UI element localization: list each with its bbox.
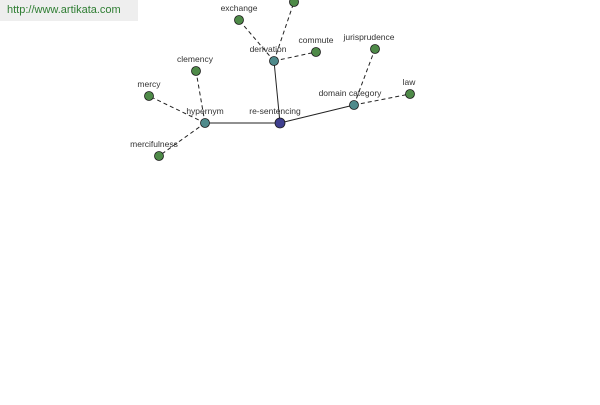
node-re-sentencing[interactable] bbox=[274, 117, 286, 129]
edge-hypernym-to-clemency bbox=[195, 70, 206, 124]
node-derivation[interactable] bbox=[269, 56, 279, 66]
node-offscreen[interactable] bbox=[289, 0, 299, 7]
node-label-clemency[interactable]: clemency bbox=[177, 54, 214, 64]
label-layer: re-sentencing hypernym derivation domain ca… bbox=[130, 3, 416, 149]
node-exchange[interactable] bbox=[234, 15, 244, 25]
node-label-jurisprudence[interactable]: jurisprudence bbox=[342, 32, 394, 42]
node-label-hypernym[interactable]: hypernym bbox=[186, 106, 223, 116]
edge-hypernym-to-mercifulness bbox=[158, 122, 206, 157]
node-jurisprudence[interactable] bbox=[370, 44, 380, 54]
watermark-url[interactable]: http://www.artikata.com bbox=[7, 4, 121, 16]
edge-domain-category-to-law bbox=[353, 93, 411, 106]
node-label-exchange[interactable]: exchange bbox=[221, 3, 258, 13]
node-label-law[interactable]: law bbox=[403, 77, 417, 87]
edge-derivation-to-exchange bbox=[238, 19, 275, 62]
watermark-box: http://www.artikata.com bbox=[0, 0, 138, 21]
node-mercifulness[interactable] bbox=[154, 151, 164, 161]
node-label-commute[interactable]: commute bbox=[299, 35, 334, 45]
edge-domain-category-to-jurisprudence bbox=[353, 48, 376, 106]
edge-hypernym-to-mercy bbox=[148, 95, 206, 124]
node-clemency[interactable] bbox=[191, 66, 201, 76]
node-label-mercy[interactable]: mercy bbox=[137, 79, 161, 89]
node-label-derivation[interactable]: derivation bbox=[250, 44, 287, 54]
edge-layer bbox=[148, 1, 411, 157]
edge-derivation-to-commute bbox=[273, 51, 317, 62]
node-commute[interactable] bbox=[311, 47, 321, 57]
node-hypernym[interactable] bbox=[200, 118, 210, 128]
node-law[interactable] bbox=[405, 89, 415, 99]
node-mercy[interactable] bbox=[144, 91, 154, 101]
node-domain-category[interactable] bbox=[349, 100, 359, 110]
edge-re-sentencing-to-domain-category bbox=[279, 104, 355, 124]
node-label-re-sentencing[interactable]: re-sentencing bbox=[249, 106, 301, 116]
edge-re-sentencing-to-derivation bbox=[273, 60, 281, 124]
node-label-mercifulness[interactable]: mercifulness bbox=[130, 139, 178, 149]
node-label-domain-category[interactable]: domain category bbox=[319, 88, 383, 98]
edge-derivation-to-offscreen bbox=[273, 1, 295, 62]
node-layer bbox=[144, 0, 415, 161]
